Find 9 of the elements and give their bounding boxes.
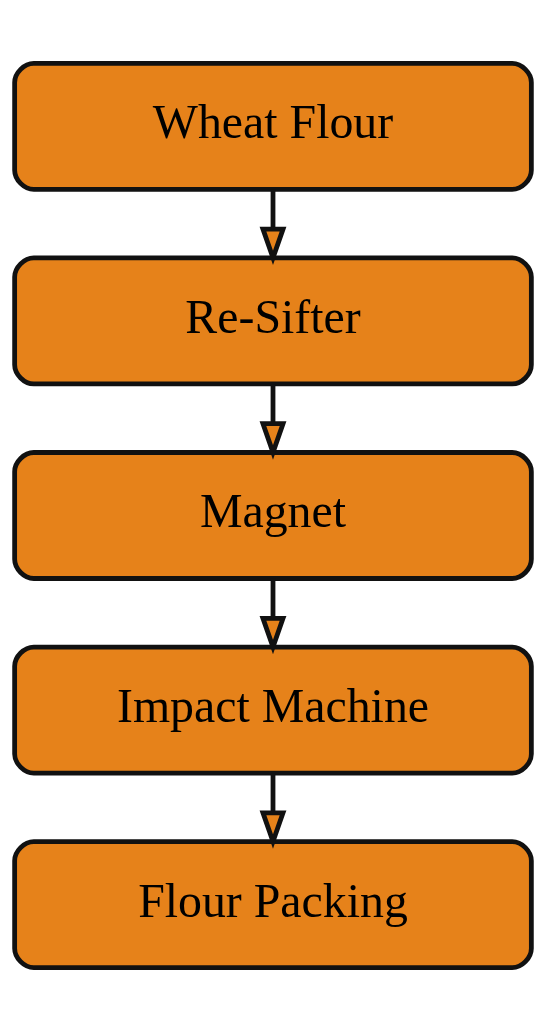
- arrow: [259, 384, 287, 460]
- node-box: Re-Sifter: [12, 255, 534, 387]
- arrow: [259, 773, 287, 849]
- node-box: Impact Machine: [12, 644, 534, 776]
- arrow: [259, 578, 287, 655]
- arrow: [259, 189, 287, 266]
- node-box: Magnet: [12, 450, 534, 581]
- node-box: Wheat Flour: [12, 61, 534, 192]
- node-box: Flour Packing: [12, 839, 534, 970]
